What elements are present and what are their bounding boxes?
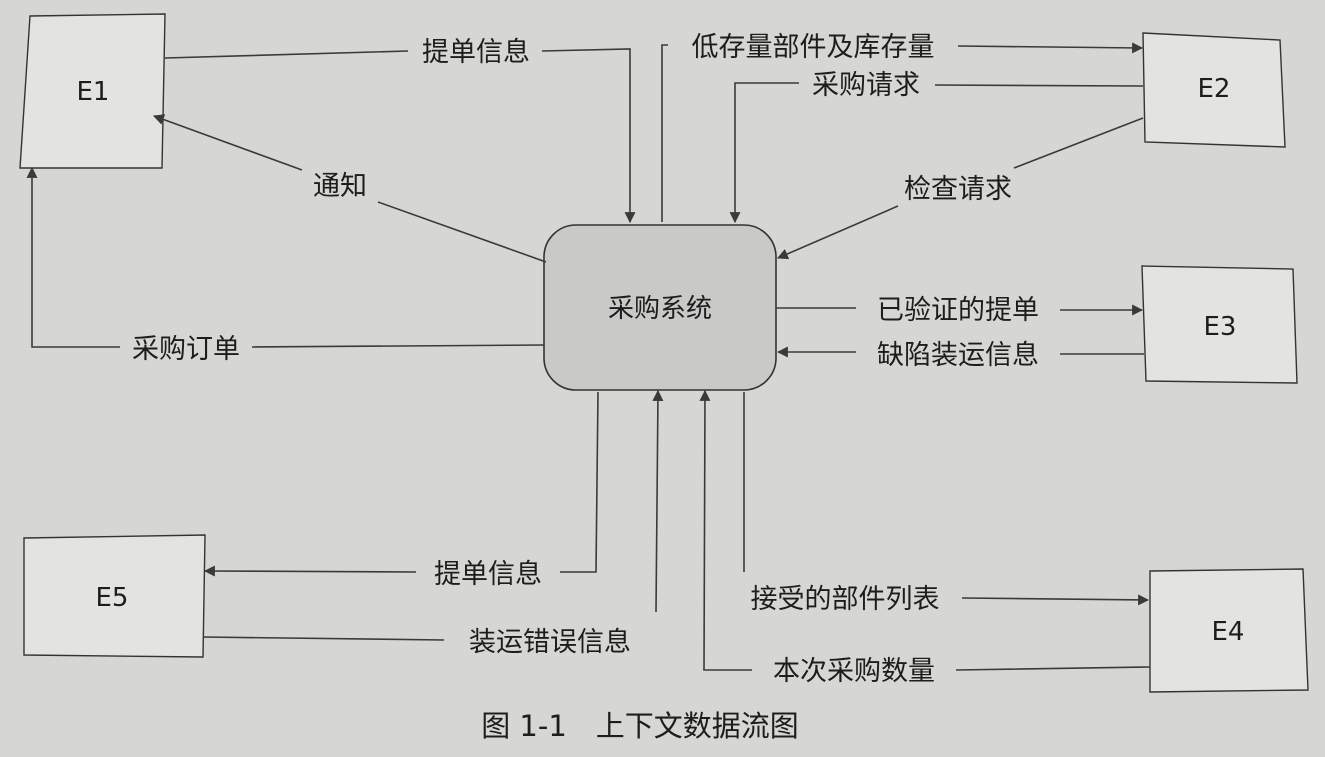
flow-line-purchase-quantity bbox=[704, 391, 1151, 671]
flow-line-system-to-e5 bbox=[205, 391, 599, 572]
flow-line-purchase-request bbox=[735, 82, 1144, 222]
flow-line-e1-to-system bbox=[164, 48, 630, 222]
flow-label-low-stock: 低存量部件及库存量 bbox=[692, 32, 935, 63]
entity-e2-box bbox=[1142, 32, 1286, 148]
flow-label-notice: 通知 bbox=[313, 171, 367, 202]
flow-line-shipping-error bbox=[202, 391, 658, 641]
entity-e1-box bbox=[19, 13, 166, 169]
flow-line-verified-bill bbox=[776, 308, 1142, 310]
process-label: 采购系统 bbox=[608, 294, 712, 324]
flow-label-defect-shipping: 缺陷装运信息 bbox=[877, 340, 1039, 371]
entity-e5-box bbox=[23, 534, 206, 658]
entity-e5-label: E5 bbox=[96, 583, 129, 613]
flow-line-low-stock bbox=[661, 45, 1142, 222]
entity-e1-label: E1 bbox=[77, 77, 110, 107]
flow-label-system-to-e5: 提单信息 bbox=[434, 559, 542, 590]
flow-line-notice bbox=[154, 116, 547, 263]
flow-label-shipping-error: 装运错误信息 bbox=[469, 627, 631, 658]
entity-e4-label: E4 bbox=[1212, 617, 1245, 647]
flow-line-purchase-order bbox=[32, 168, 545, 348]
figure-caption: 图 1-1 上下文数据流图 bbox=[481, 709, 799, 743]
entity-e4-box bbox=[1149, 568, 1309, 693]
flow-line-defect-shipping bbox=[778, 352, 1144, 354]
flow-label-purchase-quantity: 本次采购数量 bbox=[773, 656, 935, 687]
flow-label-e1-to-system: 提单信息 bbox=[422, 37, 530, 68]
flow-line-accepted-parts bbox=[743, 392, 1148, 600]
flow-label-accepted-parts: 接受的部件列表 bbox=[751, 584, 940, 615]
flow-label-purchase-order: 采购订单 bbox=[132, 334, 240, 365]
entity-e3-label: E3 bbox=[1204, 312, 1237, 342]
flow-label-verified-bill: 已验证的提单 bbox=[877, 295, 1039, 326]
flow-line-check-request bbox=[778, 117, 1144, 258]
entity-e2-label: E2 bbox=[1198, 74, 1231, 104]
entity-e3-box bbox=[1141, 265, 1298, 384]
flow-label-purchase-request: 采购请求 bbox=[812, 70, 920, 101]
flow-label-check-request: 检查请求 bbox=[904, 174, 1012, 205]
